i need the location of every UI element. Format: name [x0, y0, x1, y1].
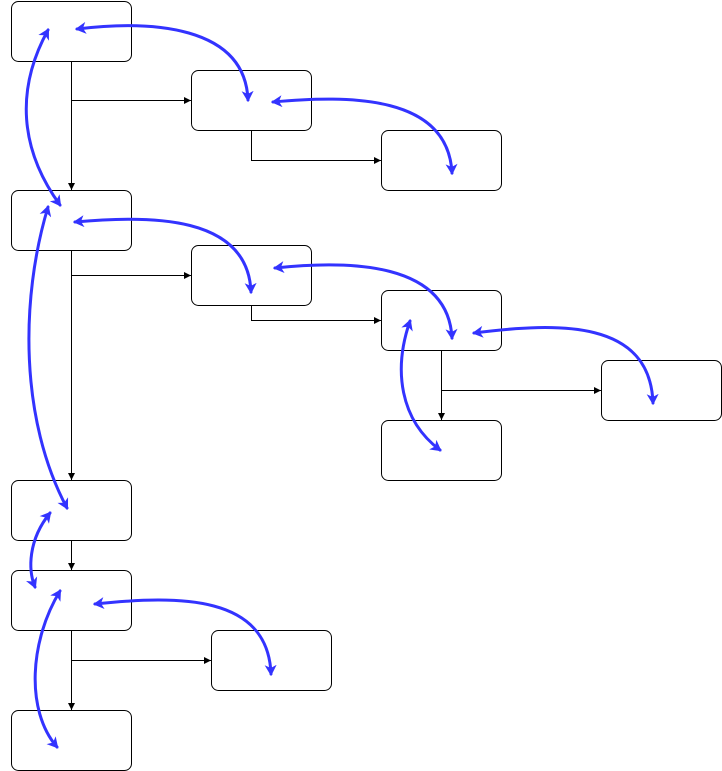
node-box-10: [11, 570, 132, 631]
curved-arrows-layer: [24, 21, 659, 749]
curved-arrow-n4-n5: [73, 215, 257, 294]
curved-arrow-n1-n4: [24, 28, 62, 207]
curved-arrow-n4-n9: [27, 205, 69, 510]
curved-arrow-n6-n7: [472, 325, 659, 405]
node-box-1: [11, 1, 132, 62]
node-box-12: [11, 710, 132, 771]
curved-arrow-n9-n10: [26, 511, 52, 589]
node-box-5: [191, 245, 312, 306]
connector-n6-n7: [441, 350, 601, 394]
curved-arrow-n10-n12: [33, 589, 62, 749]
boxes-layer: [11, 1, 722, 771]
node-box-7: [601, 360, 722, 421]
connector-n2-n3: [251, 130, 381, 164]
node-box-8: [381, 420, 502, 481]
connector-n5-n6: [251, 305, 381, 324]
connector-n1-n2: [71, 61, 191, 104]
connectors-layer: [68, 61, 601, 710]
curved-arrow-n6-n8: [399, 319, 442, 452]
connector-n4-n5: [71, 250, 191, 279]
curved-arrow-n2-n3: [271, 95, 458, 175]
curved-arrow-n1-n2: [75, 21, 254, 102]
node-box-11: [211, 630, 332, 691]
connector-n10-n11: [71, 630, 211, 664]
node-box-9: [11, 480, 132, 541]
curved-arrow-n10-n11: [93, 597, 277, 676]
curved-arrow-n5-n6: [273, 261, 458, 340]
node-box-6: [381, 290, 502, 351]
